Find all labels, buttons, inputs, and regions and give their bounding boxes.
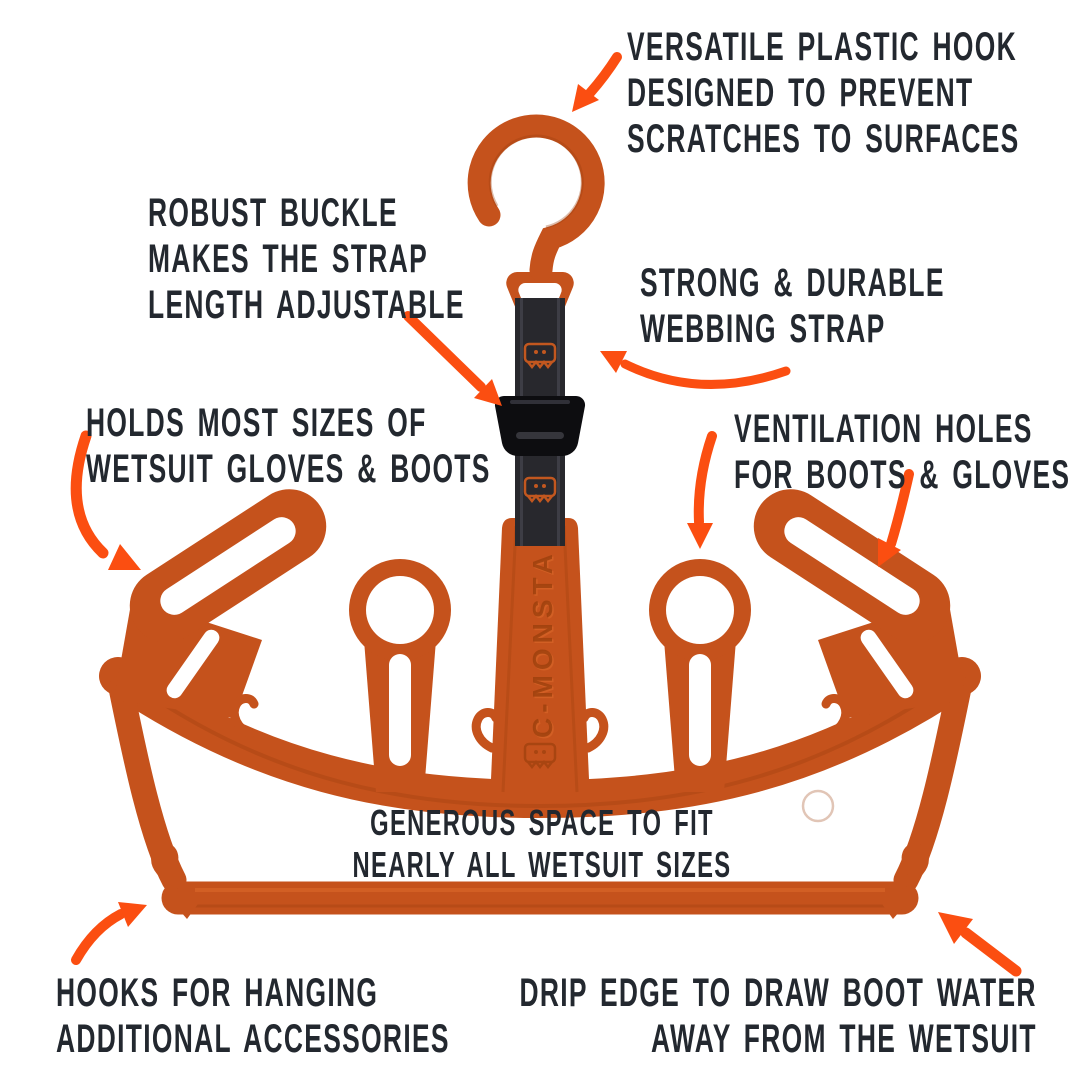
right-drip-edge xyxy=(882,904,906,919)
annotation-line: NEARLY ALL WETSUIT SIZES xyxy=(352,844,732,885)
left-drip-edge xyxy=(174,904,198,919)
right-outer-handle xyxy=(753,489,966,718)
arrow-to-strap xyxy=(600,351,791,389)
arch-curl-details xyxy=(229,694,851,753)
annotation-line: GENEROUS SPACE TO FIT xyxy=(370,802,714,843)
arrow-to-right-vent xyxy=(878,469,914,567)
right-handle-hole xyxy=(784,517,920,615)
left-handle-hole xyxy=(160,517,296,615)
right-accessory-hook xyxy=(895,843,929,889)
strap-assembly xyxy=(467,114,605,546)
annotation-line: ROBUST BUCKLE xyxy=(148,191,398,235)
annotation-space-text: GENEROUS SPACE TO FIT NEARLY ALL WETSUIT… xyxy=(184,802,899,886)
annotation-line: WETSUIT GLOVES & BOOTS xyxy=(86,447,491,491)
arrow-to-drip-edge xyxy=(938,912,1022,977)
plastic-hook xyxy=(467,114,605,282)
annotation-line: MAKES THE STRAP xyxy=(148,237,429,281)
annotation-line: WEBBING STRAP xyxy=(640,307,886,351)
annotation-accessory-hooks-text: HOOKS FOR HANGING ADDITIONAL ACCESSORIES xyxy=(56,970,450,1062)
annotation-ventilation-text: VENTILATION HOLES FOR BOOTS & GLOVES xyxy=(734,406,1070,498)
arrow-to-left-vent xyxy=(687,431,717,549)
brand-emboss-highlight: C-MONSTA xyxy=(529,551,560,740)
arrow-to-hook xyxy=(572,52,622,112)
annotation-line: AWAY FROM THE WETSUIT xyxy=(651,1017,1037,1061)
left-accessory-hook xyxy=(151,843,185,889)
annotation-line: STRONG & DURABLE xyxy=(640,261,945,305)
central-column: C-MONSTA C-MONSTA xyxy=(490,518,590,802)
arrow-to-accessory-hook xyxy=(71,902,147,965)
arrow-to-buckle xyxy=(403,311,502,406)
annotation-hook-text: VERSATILE PLASTIC HOOK DESIGNED TO PREVE… xyxy=(627,24,1020,162)
right-ventilation-hole xyxy=(666,576,734,644)
annotation-line: DESIGNED TO PREVENT xyxy=(627,71,974,115)
left-handle-slot xyxy=(166,629,220,699)
left-ventilation-hole xyxy=(366,576,434,644)
annotation-line: LENGTH ADJUSTABLE xyxy=(148,283,465,327)
left-outer-handle xyxy=(114,489,327,718)
brand-emboss-text: C-MONSTA xyxy=(527,549,558,738)
annotation-strap-text: STRONG & DURABLE WEBBING STRAP xyxy=(640,260,945,352)
annotation-line: HOOKS FOR HANGING xyxy=(56,971,379,1015)
annotation-line: FOR BOOTS & GLOVES xyxy=(734,453,1071,497)
left-vent-slot xyxy=(389,654,411,766)
hanger-body: C-MONSTA C-MONSTA xyxy=(99,489,981,919)
strap-buckle xyxy=(494,395,586,457)
right-vent-slot xyxy=(689,654,711,766)
annotation-line: VERSATILE PLASTIC HOOK xyxy=(627,25,1017,69)
annotation-drip-text: DRIP EDGE TO DRAW BOOT WATER AWAY FROM T… xyxy=(520,970,1037,1062)
annotation-line: ADDITIONAL ACCESSORIES xyxy=(56,1017,450,1061)
right-handle-slot xyxy=(860,629,914,699)
mould-mark xyxy=(801,789,835,823)
annotation-holds-text: HOLDS MOST SIZES OF WETSUIT GLOVES & BOO… xyxy=(86,400,491,492)
annotation-line: VENTILATION HOLES xyxy=(734,407,1033,451)
right-ventilation-prong xyxy=(649,559,751,792)
annotation-line: HOLDS MOST SIZES OF xyxy=(86,401,427,445)
arch-groove xyxy=(143,690,937,809)
annotation-line: SCRATCHES TO SURFACES xyxy=(627,117,1020,161)
left-ventilation-prong xyxy=(349,559,451,792)
annotation-buckle-text: ROBUST BUCKLE MAKES THE STRAP LENGTH ADJ… xyxy=(148,190,465,328)
annotation-line: DRIP EDGE TO DRAW BOOT WATER xyxy=(519,971,1037,1015)
arrow-to-left-handle xyxy=(70,430,141,570)
annotation-arrows xyxy=(70,52,1022,977)
